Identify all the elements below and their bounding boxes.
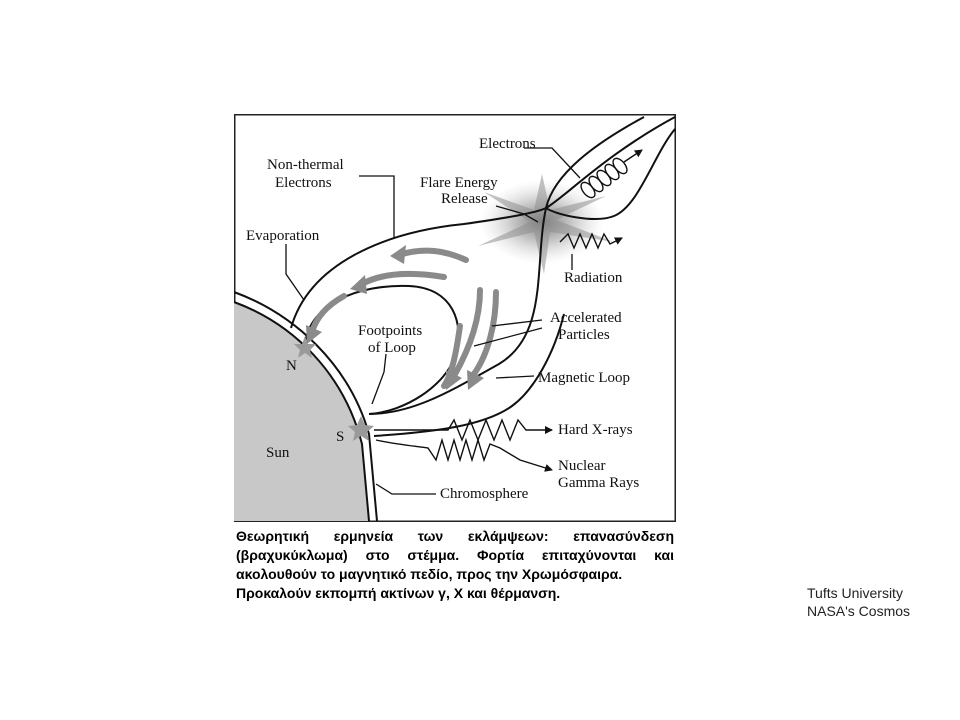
label-radiation: Radiation xyxy=(564,270,623,286)
magnetic-loop-line xyxy=(368,116,645,415)
label-accelerated: Accelerated xyxy=(550,310,622,326)
label-footpoints: Footpoints xyxy=(358,323,422,339)
credit-line-2: NASA's Cosmos xyxy=(807,603,911,619)
caption-paragraph-1: Θεωρητική ερμηνεία των εκλάμψεων: επανασ… xyxy=(236,528,674,582)
label-non-thermal: Non-thermal xyxy=(267,157,344,173)
slide-caption: Θεωρητική ερμηνεία των εκλάμψεων: επανασ… xyxy=(236,527,674,603)
label-chromosphere: Chromosphere xyxy=(440,486,529,502)
chromosphere-outer-line xyxy=(234,291,378,522)
credit-line-1: Tufts University xyxy=(807,585,903,601)
footpoint-star-s xyxy=(348,416,374,441)
label-nuclear: Nuclear xyxy=(558,458,605,474)
label-flare-release: Release xyxy=(441,191,488,207)
label-flare-energy: Flare Energy xyxy=(420,175,498,191)
outer-field-line xyxy=(290,116,676,329)
leader-lines xyxy=(285,147,581,495)
radiation-wave xyxy=(559,232,623,250)
label-gamma-rays: Gamma Rays xyxy=(558,475,639,491)
label-evaporation: Evaporation xyxy=(246,228,320,244)
label-sun: Sun xyxy=(266,445,290,461)
electron-spiral xyxy=(580,157,628,199)
label-n: N xyxy=(286,358,297,374)
footpoint-star-n xyxy=(294,336,316,358)
label-s: S xyxy=(336,429,344,445)
label-hard-xrays: Hard X-rays xyxy=(558,422,633,438)
lower-field-line xyxy=(373,313,565,437)
label-particles: Particles xyxy=(558,327,610,343)
caption-paragraph-2: Προκαλούν εκπομπή ακτίνων γ, Χ και θέρμα… xyxy=(236,585,561,601)
label-non-thermal-electrons: Electrons xyxy=(275,175,332,191)
flare-energy-burst xyxy=(478,174,614,274)
hard-xray-wave xyxy=(374,418,553,442)
solar-flare-diagram: Electrons Non-thermal Electrons Flare En… xyxy=(234,114,676,522)
label-magnetic-loop: Magnetic Loop xyxy=(538,370,630,386)
electron-direction-arrow xyxy=(623,149,643,163)
label-electrons: Electrons xyxy=(479,136,536,152)
source-credits: Tufts University NASA's Cosmos xyxy=(807,584,910,620)
gamma-ray-wave xyxy=(375,437,553,472)
coronal-field-line xyxy=(545,128,676,220)
label-of-loop: of Loop xyxy=(368,340,416,356)
particle-flow-arrowheads xyxy=(306,245,484,390)
sun-disk xyxy=(234,302,369,521)
